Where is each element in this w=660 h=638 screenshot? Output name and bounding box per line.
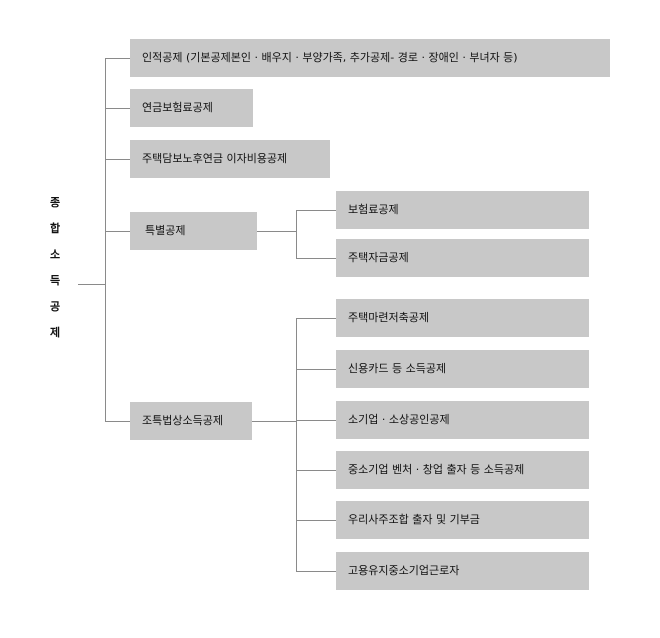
branch-connector (296, 318, 336, 319)
branch-connector (296, 571, 336, 572)
branch-connector (296, 258, 336, 259)
node-insurance-premium: 보험료공제 (336, 191, 589, 229)
branch-connector (296, 470, 336, 471)
branch-connector (296, 420, 336, 421)
root-char: 공 (49, 300, 61, 313)
node-small-business: 소기업 · 소상공인공제 (336, 401, 589, 439)
branch-connector (105, 58, 130, 59)
branch-connector (296, 369, 336, 370)
node-employee-stock: 우리사주조합 출자 및 기부금 (336, 501, 589, 539)
branch-connector (105, 421, 130, 422)
root-stub (78, 284, 105, 285)
node-credit-card: 신용카드 등 소득공제 (336, 350, 589, 388)
node-mortgage-interest: 주택담보노후연금 이자비용공제 (130, 140, 330, 178)
root-char: 합 (49, 222, 61, 235)
branch-connector (296, 520, 336, 521)
root-char: 제 (49, 326, 61, 339)
branch-connector (296, 210, 336, 211)
node-venture-investment: 중소기업 벤처 · 창업 출자 등 소득공제 (336, 451, 589, 489)
node-employment-retention: 고용유지중소기업근로자 (336, 552, 589, 590)
node-special-deduction: 특별공제 (130, 212, 257, 250)
branch-connector (105, 108, 130, 109)
root-char: 소 (49, 248, 61, 261)
root-char: 종 (49, 196, 61, 209)
node-housing-savings: 주택마련저축공제 (336, 299, 589, 337)
node-housing-fund: 주택자금공제 (336, 239, 589, 277)
root-char: 득 (49, 274, 61, 287)
branch-connector (105, 231, 130, 232)
branch-connector (105, 159, 130, 160)
special-stub (257, 231, 296, 232)
root-label: 종 합 소 득 공 제 (44, 190, 66, 346)
special-spine (296, 210, 297, 259)
node-tax-special: 조특법상소득공제 (130, 402, 252, 440)
tax-special-spine (296, 318, 297, 572)
node-personal-deduction: 인적공제 (기본공제본인 · 배우지 · 부양가족, 추가공제- 경로 · 장애… (130, 39, 610, 77)
tax-special-stub (252, 421, 296, 422)
level1-spine (105, 58, 106, 422)
node-pension-insurance: 연금보험료공제 (130, 89, 253, 127)
